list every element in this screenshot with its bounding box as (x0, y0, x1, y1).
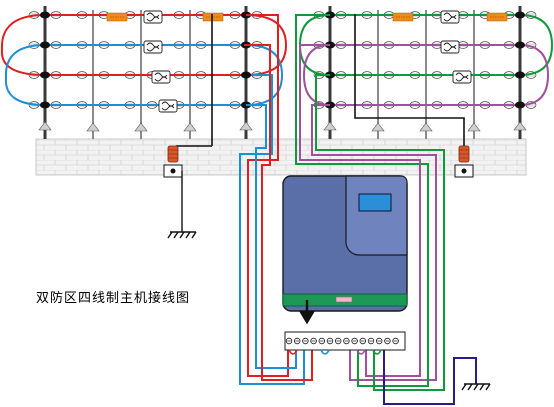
lightning-arrester-icon (167, 145, 179, 163)
tension-springs (143, 10, 472, 113)
lightning-arrester-icon (458, 145, 470, 163)
warning-sign-icon (106, 12, 128, 22)
post-braces (38, 121, 527, 132)
right-fence (328, 6, 522, 139)
terminal-jumper-wires (288, 349, 382, 355)
left-wire-red-top (0, 14, 46, 76)
wire-node (40, 11, 50, 19)
tension-spring-icon (440, 40, 460, 54)
wire-node (515, 101, 525, 109)
tension-spring-icon (452, 70, 472, 84)
wire-node (515, 11, 525, 19)
ground-symbol-icon (461, 383, 491, 391)
wire-node (40, 101, 50, 109)
tension-spring-icon (158, 99, 178, 113)
wire-node (515, 41, 525, 49)
warning-sign-icon (486, 12, 508, 22)
wire-node (241, 71, 251, 79)
diagram-caption: 双防区四线制主机接线图 (36, 291, 191, 306)
tension-spring-icon (143, 10, 163, 24)
brick-wall (35, 138, 527, 176)
status-led (335, 296, 353, 303)
wire-node (40, 71, 50, 79)
warning-sign-icon (202, 12, 224, 22)
terminal-block (284, 331, 406, 351)
ground-symbol-icon (167, 231, 197, 239)
tension-spring-icon (143, 40, 163, 54)
host-ground-wire (383, 350, 491, 405)
left-arrester (163, 14, 213, 239)
left-fence (43, 6, 248, 139)
left-wire-blue-top (4, 44, 46, 106)
tension-spring-icon (151, 70, 171, 84)
warning-sign-icon (392, 12, 414, 22)
wire-node (40, 41, 50, 49)
arrow-down-icon (298, 300, 316, 325)
controller-unit (282, 175, 408, 325)
wire-node (515, 71, 525, 79)
tension-spring-icon (440, 10, 460, 24)
right-arrester (354, 14, 474, 178)
controller-feed-wires (239, 14, 445, 391)
display-screen (358, 193, 392, 212)
